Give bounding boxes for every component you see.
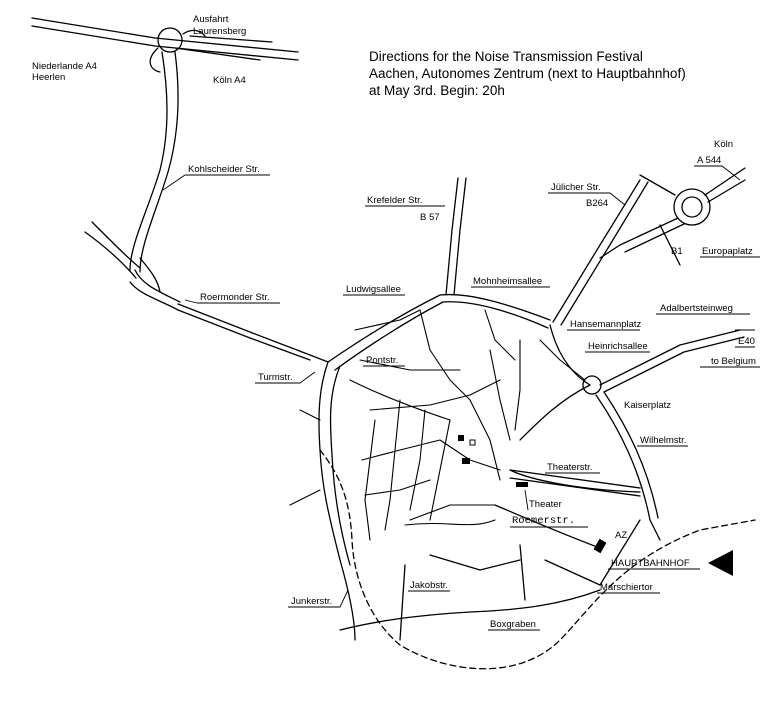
- label-roermonder: Roermonder Str.: [200, 292, 270, 303]
- label-pontstr: Pontstr.: [366, 355, 398, 366]
- label-kohlscheider: Kohlscheider Str.: [188, 164, 260, 175]
- label-ludwigsallee: Ludwigsallee: [346, 284, 401, 295]
- page-title: Directions for the Noise Transmission Fe…: [369, 48, 686, 99]
- road-wilhelmstr: [595, 394, 661, 541]
- title-line-3: at May 3rd. Begin: 20h: [369, 83, 505, 98]
- europaplatz-roundabout: [599, 167, 746, 266]
- label-b57: B 57: [420, 212, 440, 223]
- road-ring: [318, 293, 641, 641]
- theater-building: [516, 482, 528, 487]
- label-a544: A 544: [697, 155, 721, 166]
- road-krefelder: [445, 177, 467, 296]
- label-kaiserplatz: Kaiserplatz: [624, 400, 671, 411]
- title-line-1: Directions for the Noise Transmission Fe…: [369, 49, 643, 64]
- label-marschiertor: Marschiertor: [600, 582, 653, 593]
- label-az: AZ: [615, 530, 627, 541]
- motorway-a4: [31, 17, 299, 61]
- label-jakobstr: Jakobstr.: [410, 580, 448, 591]
- label-koeln-a4: Köln A4: [213, 75, 246, 86]
- label-krefelder: Krefelder Str.: [367, 195, 422, 206]
- label-roemerstr: Roemerstr.: [512, 515, 575, 527]
- hauptbahnhof-building: [593, 538, 607, 554]
- label-junkerstr: Junkerstr.: [291, 596, 332, 607]
- label-theater: Theater: [529, 499, 562, 510]
- exit-laurensberg: [149, 27, 206, 73]
- label-niederlande: Niederlande A4: [32, 61, 97, 72]
- label-juelicher: Jülicher Str.: [551, 182, 601, 193]
- label-boxgraben: Boxgraben: [490, 619, 536, 630]
- inner-city-streets: [289, 309, 586, 541]
- label-laurensberg: Laurensberg: [193, 26, 246, 37]
- label-heerlen: Heerlen: [32, 72, 65, 83]
- label-heinrichsallee: Heinrichsallee: [588, 341, 648, 352]
- label-b264: B264: [586, 198, 608, 209]
- label-wilhelmstr: Wilhelmstr.: [640, 435, 686, 446]
- arrow-icon: [708, 550, 733, 576]
- label-b1: B1: [671, 246, 683, 257]
- road-roermonder: [177, 303, 329, 363]
- railway-line: [319, 449, 756, 670]
- label-europaplatz: Europaplatz: [702, 246, 753, 257]
- label-mohnheimsallee: Mohnheimsallee: [473, 276, 542, 287]
- road-adalbertsteinweg: [599, 329, 745, 393]
- road-theaterstr: [509, 469, 641, 489]
- label-ausfahrt: Ausfahrt: [193, 14, 229, 25]
- kaiserplatz-roundabout: [582, 375, 602, 395]
- title-line-2: Aachen, Autonomes Zentrum (next to Haupt…: [369, 66, 686, 81]
- road-juelicher: [552, 179, 649, 326]
- label-e40: E40: [738, 336, 755, 347]
- cathedral-area: [458, 435, 476, 464]
- label-to-belgium: to Belgium: [711, 356, 756, 367]
- label-adalbertsteinweg: Adalbertsteinweg: [660, 303, 733, 314]
- label-koeln: Köln: [714, 139, 733, 150]
- label-turmstr: Turmstr.: [258, 372, 292, 383]
- road-kohlscheider: [84, 51, 181, 311]
- label-hansemannplatz: Hansemannplatz: [570, 319, 642, 330]
- label-hauptbahnhof: HAUPTBAHNHOF: [611, 558, 690, 569]
- label-theaterstr: Theaterstr.: [547, 462, 592, 473]
